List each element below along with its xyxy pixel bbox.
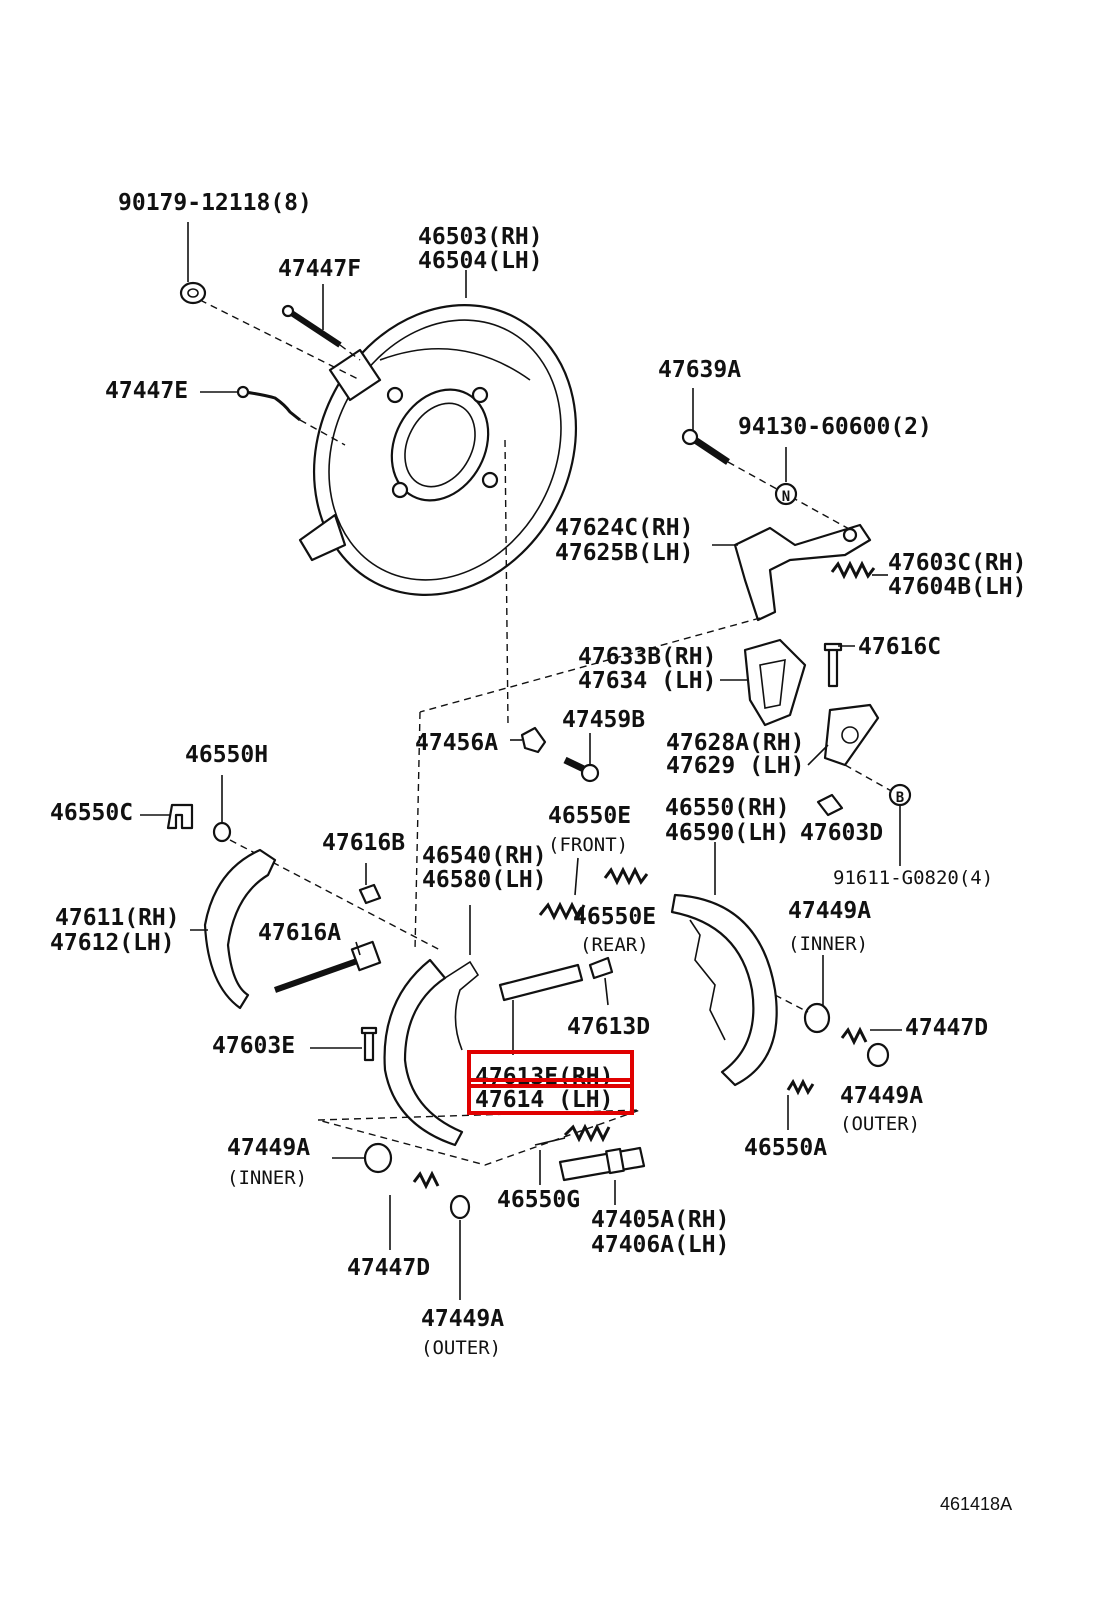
spring-46550e-front-icon[interactable] [538,901,586,921]
label-46504[interactable]: 46504(LH) [418,248,543,274]
strut-47616a-icon[interactable] [274,940,382,993]
bolt-47639a-icon[interactable] [681,428,730,465]
highlight-box-47613e [467,1050,634,1088]
label-47406a[interactable]: 47406A(LH) [591,1232,729,1258]
label-47603c[interactable]: 47603C(RH) [888,550,1026,576]
label-47612[interactable]: 47612(LH) [50,930,175,956]
label-47624c[interactable]: 47624C(RH) [555,515,693,541]
clip-47616b-icon[interactable] [358,883,382,905]
label-47456a[interactable]: 47456A [415,730,498,756]
clip-47449a-inner-r-icon[interactable] [803,1002,831,1034]
adjuster-47405a-icon[interactable] [558,1146,646,1182]
label-47633b[interactable]: 47633B(RH) [578,644,716,670]
label-rear: (REAR) [580,934,649,956]
label-47447f[interactable]: 47447F [278,256,361,282]
label-46540[interactable]: 46540(RH) [422,843,547,869]
label-47604b[interactable]: 47604B(LH) [888,574,1026,600]
spring-47447d-l-icon[interactable] [412,1170,440,1190]
bolt-47459b-icon[interactable] [563,756,600,783]
label-46550a[interactable]: 46550A [744,1135,827,1161]
highlight-boxes [467,1050,634,1115]
label-47616a[interactable]: 47616A [258,920,341,946]
label-46503[interactable]: 46503(RH) [418,224,543,250]
label-front: (FRONT) [548,834,628,856]
lever-47611-icon[interactable] [203,848,277,1010]
label-47449a-inner-r[interactable]: 47449A [788,898,871,924]
label-47614[interactable]: 47614 (LH) [475,1087,613,1113]
spring-47447d-r-icon[interactable] [840,1026,868,1046]
label-46550g[interactable]: 46550G [497,1187,580,1213]
bellcrank-47624c-icon[interactable] [733,523,872,622]
clip-47449a-inner-l-icon[interactable] [363,1142,393,1174]
label-47616c[interactable]: 47616C [858,634,941,660]
label-47625b[interactable]: 47625B(LH) [555,540,693,566]
clip-47603d-icon[interactable] [816,793,844,817]
washer-46550h-icon[interactable] [212,821,232,843]
label-47603e[interactable]: 47603E [212,1033,295,1059]
label-46550e-rear[interactable]: 46550E [573,904,656,930]
spring-47603c-icon[interactable] [830,560,876,580]
cup-47449a-outer-r-icon[interactable] [866,1042,890,1068]
bolt-47447f-icon[interactable] [281,304,342,348]
label-90179[interactable]: 90179-12118(8) [118,190,312,216]
label-47629[interactable]: 47629 (LH) [666,753,804,779]
label-inner-l: (INNER) [227,1167,307,1189]
label-46550e-front[interactable]: 46550E [548,803,631,829]
label-47405a[interactable]: 47405A(RH) [591,1207,729,1233]
part-labels: 90179-12118(8) 47447F 46503(RH) 46504(LH… [50,190,1026,1514]
bolt-90179-icon[interactable] [179,281,207,305]
brake-shoe-46550-icon[interactable] [670,893,778,1087]
cup-47449a-outer-l-icon[interactable] [449,1194,471,1220]
lever-47633b-icon[interactable] [743,638,807,727]
label-47459b[interactable]: 47459B [562,707,645,733]
circled-b-icon: B [888,783,912,807]
label-94130[interactable]: 94130-60600(2) [738,414,932,440]
label-46550c[interactable]: 46550C [50,800,133,826]
spring-47613d-icon[interactable] [588,956,614,980]
backing-plate[interactable] [264,259,626,641]
cable-47447e-icon[interactable] [236,385,301,422]
label-91611[interactable]: 91611-G0820(4) [833,867,993,889]
adjuster-47613e-icon[interactable] [498,963,584,1002]
spring-46550g-icon[interactable] [534,1123,611,1146]
label-46550[interactable]: 46550(RH) [665,795,790,821]
label-47449a-inner-l[interactable]: 47449A [227,1135,310,1161]
brake-shoe-46540-icon[interactable] [383,958,480,1147]
label-47616b[interactable]: 47616B [322,830,405,856]
label-47447e[interactable]: 47447E [105,378,188,404]
label-outer-l: (OUTER) [421,1337,501,1359]
label-47628a[interactable]: 47628A(RH) [666,730,804,756]
label-47613d[interactable]: 47613D [567,1014,650,1040]
spring-46550a-icon[interactable] [786,1078,815,1096]
pin-47603e-icon[interactable] [360,1026,378,1062]
label-47449a-outer-l[interactable]: 47449A [421,1306,504,1332]
label-47603d[interactable]: 47603D [800,820,883,846]
pin-47616c-icon[interactable] [823,642,843,688]
clip-46550c-icon[interactable] [166,803,194,830]
label-47449a-outer-r[interactable]: 47449A [840,1083,923,1109]
plate-47628a-icon[interactable] [823,703,880,767]
label-inner-r: (INNER) [788,933,868,955]
bracket-47456a-icon[interactable] [520,726,547,754]
label-outer-r: (OUTER) [840,1113,920,1135]
label-47447d-r[interactable]: 47447D [905,1015,988,1041]
svg-text:N: N [782,489,790,505]
svg-text:B: B [896,790,904,806]
label-46590[interactable]: 46590(LH) [665,820,790,846]
label-46580[interactable]: 46580(LH) [422,867,547,893]
circled-n-icon: N [774,482,798,506]
spring-46550e-rear-icon[interactable] [603,866,649,886]
label-47611[interactable]: 47611(RH) [55,905,180,931]
label-47639a[interactable]: 47639A [658,357,741,383]
label-47634[interactable]: 47634 (LH) [578,668,716,694]
figure-number: 461418A [940,1494,1012,1514]
label-47447d-l[interactable]: 47447D [347,1255,430,1281]
highlight-box-47614 [467,1078,634,1115]
label-46550h[interactable]: 46550H [185,742,268,768]
